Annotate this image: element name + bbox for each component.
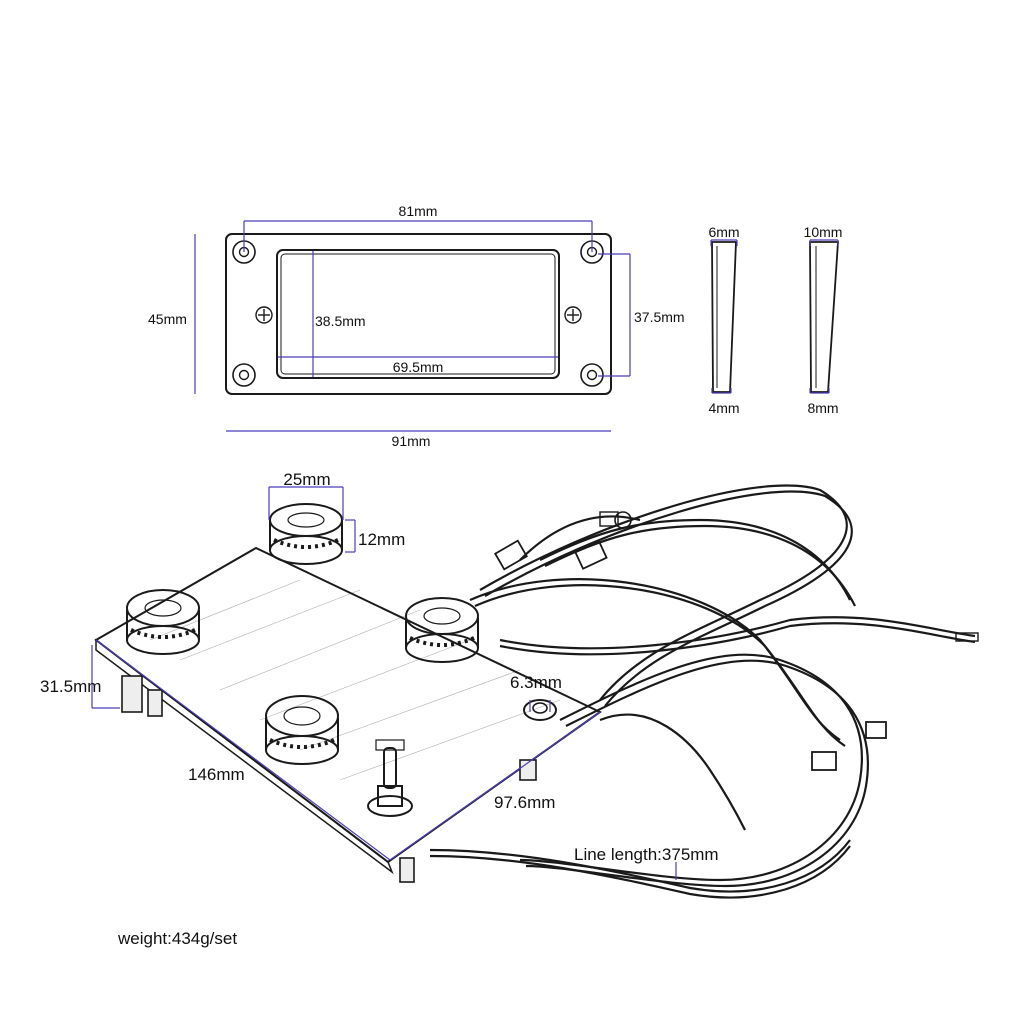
connector-1 [494, 539, 528, 571]
pickup-ring-top-view: 81mm 45mm 38.5mm 69.5mm 37.5mm 91mm [148, 203, 685, 449]
connector-4 [811, 751, 837, 771]
harness-cables [429, 484, 976, 899]
wire-tip [955, 632, 979, 642]
label-6mm: 6mm [708, 224, 739, 240]
mounting-hole-bottom-right [580, 363, 604, 387]
label-69-5mm: 69.5mm [393, 359, 444, 375]
label-8mm: 8mm [807, 400, 838, 416]
toggle-switch [367, 739, 413, 817]
knob-top [269, 503, 343, 565]
knob-left [126, 589, 200, 655]
label-4mm: 4mm [708, 400, 739, 416]
label-25mm: 25mm [283, 470, 330, 489]
label-31-5mm: 31.5mm [40, 677, 101, 696]
ring-outer-frame [225, 233, 612, 395]
label-91mm: 91mm [392, 433, 431, 449]
output-jack [523, 699, 557, 721]
pot-connector [599, 511, 632, 529]
knob-right [405, 597, 479, 663]
label-97-6mm: 97.6mm [494, 793, 555, 812]
wiring-harness: 25mm 12mm 31.5mm 146mm 6.3mm 97.6mm Line… [40, 470, 979, 899]
label-37-5mm: 37.5mm [634, 309, 685, 325]
label-38-5mm: 38.5mm [315, 313, 366, 329]
screw-left [255, 306, 273, 324]
knob-bottom [265, 695, 339, 765]
connector-3 [865, 721, 887, 739]
board-terminals [121, 675, 537, 883]
side-view-10-8mm: 10mm 8mm [804, 224, 843, 416]
label-10mm: 10mm [804, 224, 843, 240]
ring-inner-opening [276, 249, 560, 379]
label-line-length: Line length:375mm [574, 845, 719, 864]
screw-right [564, 306, 582, 324]
label-81mm: 81mm [399, 203, 438, 219]
mounting-hole-bottom-left [232, 363, 256, 387]
label-146mm: 146mm [188, 765, 245, 784]
control-board [94, 546, 602, 864]
label-6-3mm: 6.3mm [510, 673, 562, 692]
side-view-6-4mm: 6mm 4mm [708, 224, 739, 416]
connector-2 [574, 540, 608, 570]
weight-label: weight:434g/set [117, 929, 237, 948]
label-12mm: 12mm [358, 530, 405, 549]
label-45mm: 45mm [148, 311, 187, 327]
